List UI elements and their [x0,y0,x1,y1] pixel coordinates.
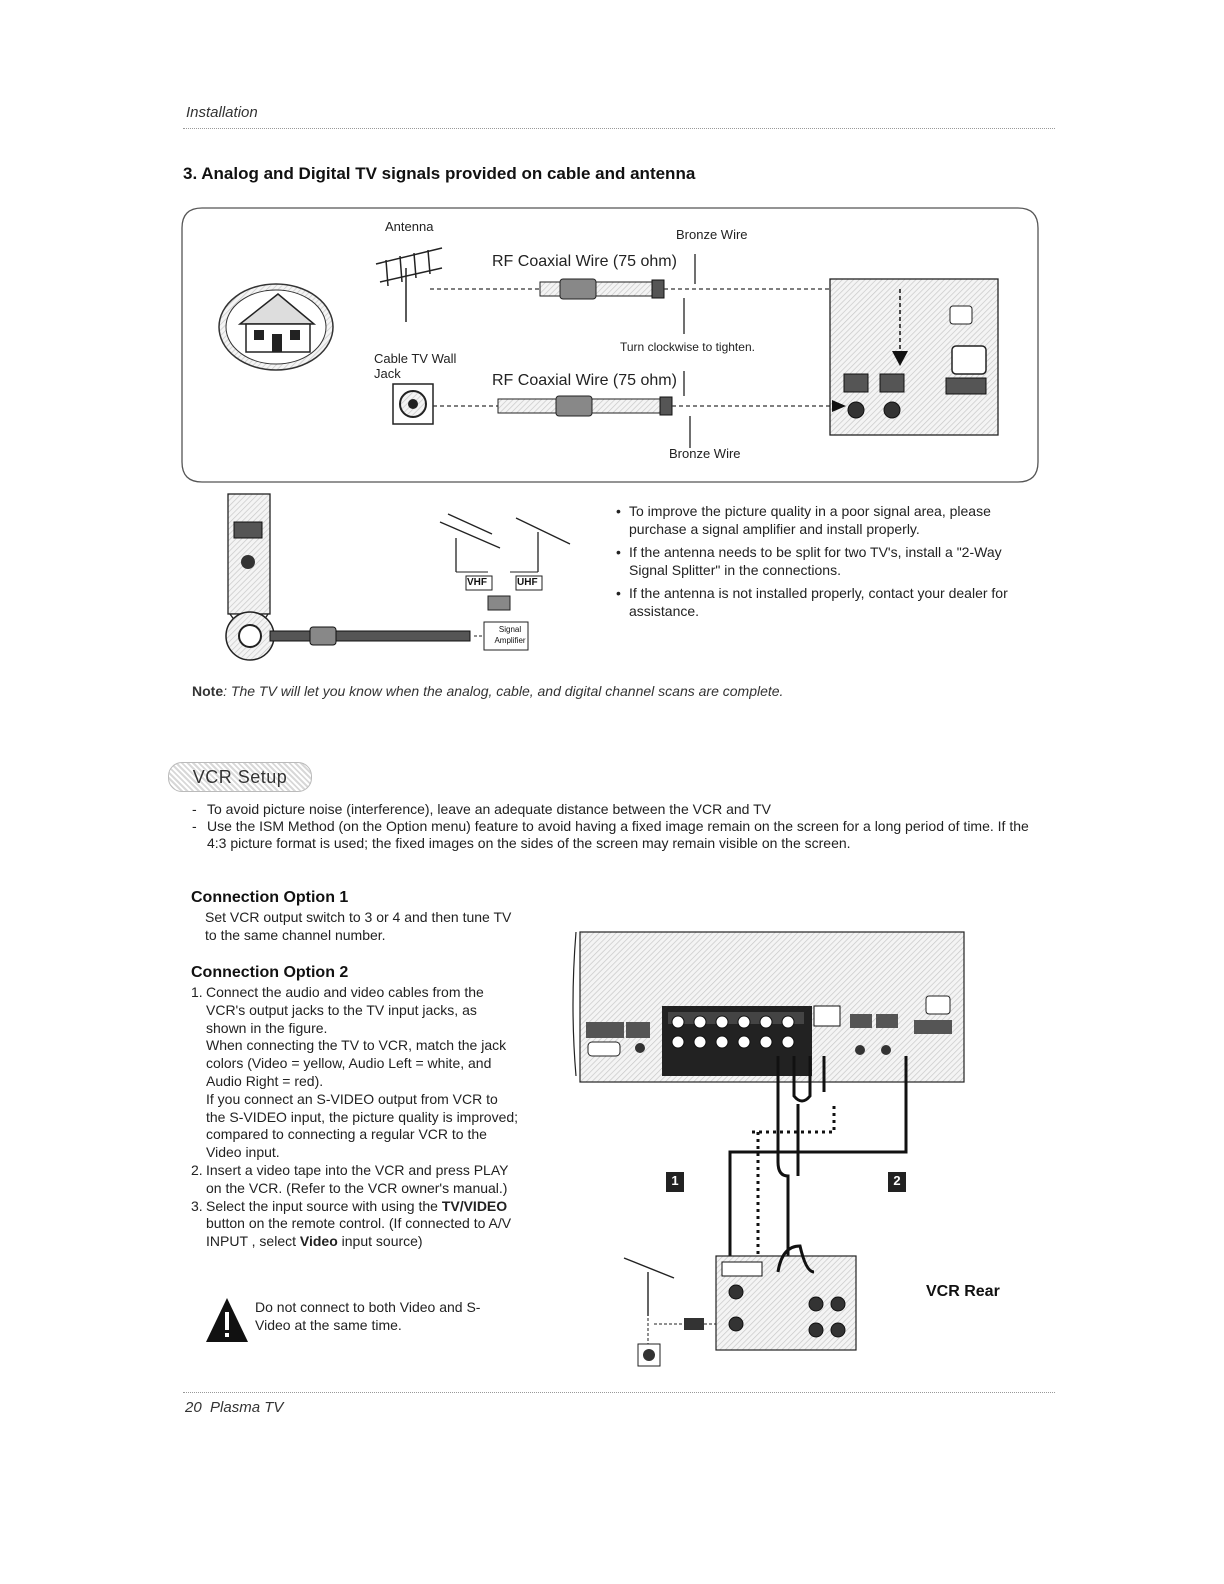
splitter-amplifier-diagram [225,493,571,661]
cable-wall-label-2: Jack [374,366,401,381]
note: Note: The TV will let you know when the … [192,683,783,699]
list-item: 3. Select the input source with using th… [191,1198,521,1251]
footer-rule [183,1392,1055,1393]
step-3-text-c: input source) [337,1233,423,1250]
step-1-c: If you connect an S-VIDEO output from VC… [206,1090,519,1161]
option-1-title: Connection Option 1 [191,889,349,906]
antenna-tips-list: To improve the picture quality in a poor… [614,502,1034,625]
running-header: Installation [186,104,258,121]
rf-coaxial-cable-bottom [497,395,673,417]
page-footer: 20 Plasma TV [185,1399,283,1416]
cable-wall-label: Cable TV Wall [374,351,457,366]
antenna-cable-diagram [181,207,1039,483]
option-2-title: Connection Option 2 [191,964,349,981]
list-item: 2. Insert a video tape into the VCR and … [191,1162,521,1198]
step-2: Insert a video tape into the VCR and pre… [206,1161,509,1196]
bronze-wire-bottom-label: Bronze Wire [669,446,741,461]
step-3-text-a: Select the input source with using the [206,1197,442,1214]
section-title: 3. Analog and Digital TV signals provide… [183,164,696,183]
list-item: If the antenna is not installed properly… [614,584,1034,620]
video-source-name: Video [299,1233,338,1250]
uhf-antenna-icon [515,517,571,572]
turn-label: Turn clockwise to tighten. [620,340,755,354]
list-item: To improve the picture quality in a poor… [614,502,1034,538]
note-label: Note [192,683,224,699]
list-item: To avoid picture noise (interference), l… [192,801,1042,818]
step-number: 2. [191,1161,203,1178]
tv-video-button-name: TV/VIDEO [441,1197,508,1214]
caution-text: Do not connect to both Video and S-Video… [255,1299,481,1333]
vhf-antenna-icon [439,513,501,572]
page-number: 20 [185,1399,202,1416]
vcr-setup-title: VCR Setup [192,767,288,787]
vcr-rear-label: VCR Rear [926,1283,1000,1300]
product-name: Plasma TV [210,1399,284,1416]
antenna-icon [375,247,443,322]
house-icon [218,283,334,371]
marker-1: 1 [671,1173,679,1188]
vcr-connection-diagram [572,931,965,1367]
connection-option-1: Connection Option 1 Set VCR output switc… [191,889,521,945]
wall-jack-icon [392,383,434,425]
antenna-label: Antenna [385,219,434,234]
note-text: : The TV will let you know when the anal… [223,683,784,699]
rf-coaxial-cable-top [539,278,665,300]
option-1-text: Set VCR output switch to 3 or 4 and then… [205,909,512,943]
step-3-text-b: button on the remote control. (If connec… [206,1215,512,1250]
step-number: 1. [191,984,203,1000]
bronze-wire-top-label: Bronze Wire [676,227,748,242]
vhf-label: VHF [467,577,487,588]
step-1-a: Connect the audio and video cables from … [206,984,484,1036]
rf-wire-bottom-label: RF Coaxial Wire (75 ohm) [492,372,677,389]
list-item: If the antenna needs to be split for two… [614,543,1034,579]
vcr-notes-list: To avoid picture noise (interference), l… [192,801,1042,852]
amp-label-2: Amplifier [494,636,526,645]
uhf-label: UHF [517,577,538,588]
marker-2: 2 [893,1173,901,1188]
list-item: Use the ISM Method (on the Option menu) … [192,818,1042,852]
rf-wire-top-label: RF Coaxial Wire (75 ohm) [492,253,677,270]
amp-label-1: Signal [498,625,522,634]
vcr-setup-heading: VCR Setup [168,762,312,792]
tv-rear-panel [829,278,999,436]
step-3: Select the input source with using the T… [206,1198,521,1251]
warning-icon [206,1298,248,1342]
list-item: 1. Connect the audio and video cables fr… [191,984,521,1162]
connection-option-2: Connection Option 2 1. Connect the audio… [191,964,521,1251]
header-rule [183,128,1055,129]
step-1-b: When connecting the TV to VCR, match the… [206,1037,507,1089]
step-number: 3. [191,1197,203,1214]
